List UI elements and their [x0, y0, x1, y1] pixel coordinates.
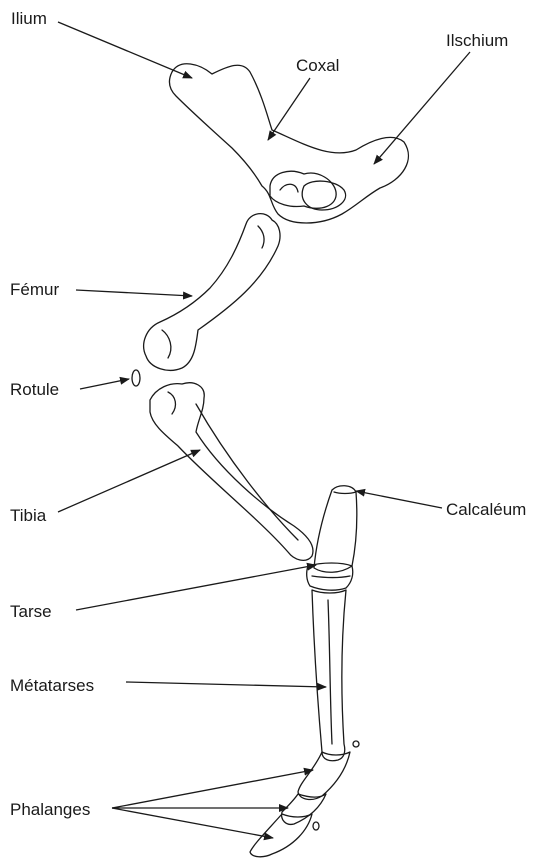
arrow-ilium [58, 22, 192, 78]
arrow-ischium [374, 52, 470, 164]
label-metatarses: Métatarses [10, 677, 94, 694]
fibula-bone [196, 404, 298, 540]
obturator-foramen [302, 181, 345, 210]
label-rotule: Rotule [10, 381, 59, 398]
arrow-tibia [58, 450, 200, 512]
arrow-phalanges-1 [112, 770, 313, 808]
label-ilium: Ilium [11, 10, 47, 27]
phalanx-first [298, 752, 350, 799]
femur-bone [144, 214, 280, 371]
arrow-coxal [268, 78, 310, 140]
label-ischium: Ilschium [446, 32, 508, 49]
label-femur: Fémur [10, 281, 59, 298]
label-tarse: Tarse [10, 603, 52, 620]
label-tibia: Tibia [10, 507, 46, 524]
label-calcaneum: Calcaléum [446, 501, 526, 518]
arrow-calcaneum [356, 491, 442, 508]
coxal-bone [169, 64, 408, 223]
arrow-tarse [76, 565, 316, 610]
arrow-femur [76, 290, 192, 296]
arrow-phalanges-3 [112, 808, 273, 838]
label-coxal: Coxal [296, 57, 339, 74]
arrow-rotule [80, 379, 129, 389]
calcaneum-bone [314, 486, 357, 573]
arrow-metatarses [126, 682, 326, 687]
label-phalanges: Phalanges [10, 801, 90, 818]
patella-bone [132, 370, 140, 386]
